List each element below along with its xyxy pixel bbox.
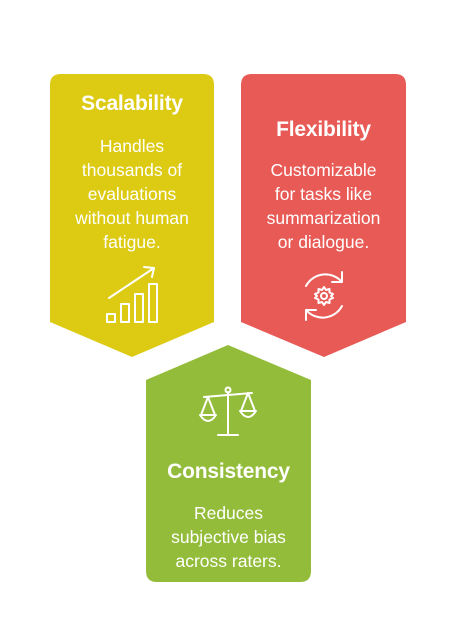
growth-chart-icon (106, 266, 158, 323)
scalability-title: Scalability (81, 92, 183, 115)
flexibility-card (241, 74, 406, 357)
balance-scale-icon (199, 386, 257, 436)
consistency-card (146, 345, 311, 582)
flexibility-description: Customizable for tasks like summarizatio… (266, 160, 381, 252)
scalability-card (50, 74, 214, 357)
flexibility-title: Flexibility (276, 118, 371, 141)
scalability-description: Handles thousands of evaluations without… (75, 136, 189, 252)
consistency-title: Consistency (167, 460, 290, 483)
gear-cycle-icon (305, 271, 343, 321)
consistency-description: Reduces subjective bias across raters. (171, 503, 286, 571)
